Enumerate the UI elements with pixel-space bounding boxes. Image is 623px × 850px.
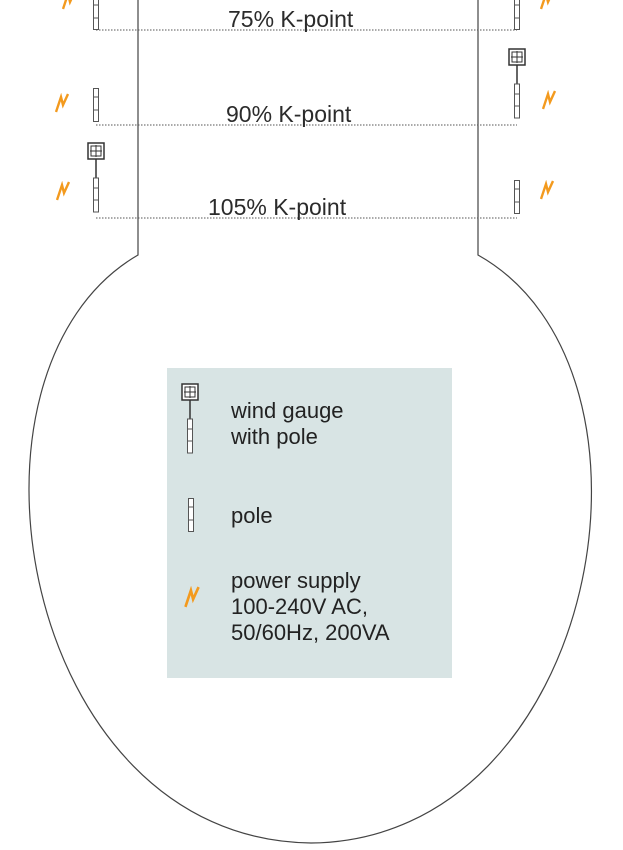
power-supply-icon: [540, 0, 554, 10]
pole-icon: [93, 88, 99, 122]
power-supply-icon: [540, 180, 554, 200]
pole-icon: [93, 0, 99, 30]
power-supply-icon: [62, 0, 76, 10]
kpoint-label-75: 75% K-point: [228, 6, 354, 32]
power-supply-icon: [55, 93, 69, 113]
power-supply-icon: [542, 90, 556, 110]
kpoint-label-90: 90% K-point: [226, 101, 352, 127]
power-supply-icon: [56, 181, 70, 201]
legend-label-wind-gauge: wind gauge with pole: [231, 398, 344, 449]
hill-outline: [28, 0, 593, 844]
legend-box: wind gauge with pole pole power supply 1…: [167, 368, 452, 678]
wind-gauge-with-pole-icon: [87, 142, 105, 213]
wind-gauge-with-pole-icon: [508, 48, 526, 119]
pole-icon: [514, 180, 520, 214]
legend-label-power-supply: power supply 100-240V AC, 50/60Hz, 200VA: [231, 568, 390, 645]
legend-label-pole: pole: [231, 503, 273, 528]
kpoint-label-105: 105% K-point: [208, 194, 347, 220]
power-supply-icon: [184, 586, 200, 608]
pole-icon: [514, 0, 520, 30]
pole-icon: [188, 498, 194, 532]
wind-gauge-with-pole-icon: [181, 383, 199, 454]
